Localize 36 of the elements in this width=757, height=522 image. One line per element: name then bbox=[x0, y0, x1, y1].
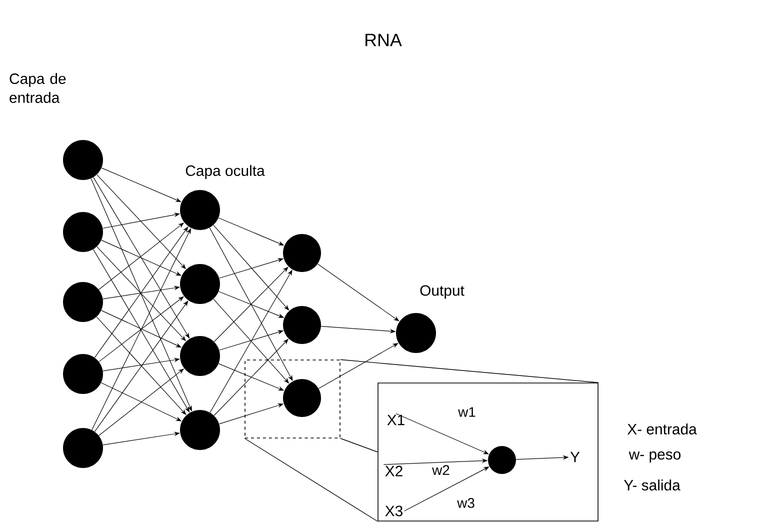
weight-label: w1 bbox=[457, 406, 477, 418]
neuron-circle bbox=[396, 313, 436, 353]
weight-label: w3 bbox=[456, 497, 476, 509]
neuron-circle bbox=[180, 336, 220, 376]
inset-box bbox=[378, 382, 598, 522]
layer-label: Output bbox=[420, 285, 464, 299]
arrow bbox=[317, 264, 400, 322]
layer-label: Capa de entrada bbox=[10, 73, 66, 103]
neuron-circle bbox=[283, 379, 321, 417]
variable-label: X2 bbox=[385, 466, 402, 476]
weight-label: w2 bbox=[431, 464, 451, 476]
arrow bbox=[318, 343, 398, 389]
neuron-circle bbox=[283, 306, 321, 344]
neuron-circle bbox=[63, 140, 103, 180]
neuron-circle bbox=[488, 446, 516, 474]
dashed-selection-box bbox=[244, 360, 340, 438]
neuron-circle bbox=[180, 190, 220, 230]
zoom-line bbox=[340, 438, 378, 452]
arrow bbox=[214, 266, 288, 342]
variable-label: X1 bbox=[387, 414, 404, 426]
neuron-circle bbox=[63, 282, 103, 322]
arrow bbox=[396, 413, 489, 454]
legend-text: w- peso bbox=[628, 451, 681, 463]
legend-text: Y- salida bbox=[624, 480, 680, 490]
neuron-circle bbox=[63, 212, 103, 252]
legend-text: X- entrada bbox=[627, 424, 697, 434]
neuron-circle bbox=[63, 354, 103, 394]
neuron-circle bbox=[180, 264, 220, 304]
variable-label: X3 bbox=[385, 506, 402, 516]
neuron-circle bbox=[283, 234, 321, 272]
zoom-line bbox=[340, 359, 599, 383]
neuron-circle bbox=[180, 410, 220, 450]
neuron-circle bbox=[63, 428, 103, 468]
title-text: RNA bbox=[366, 34, 402, 46]
variable-label: Y bbox=[570, 452, 580, 462]
zoom-line bbox=[244, 438, 378, 522]
